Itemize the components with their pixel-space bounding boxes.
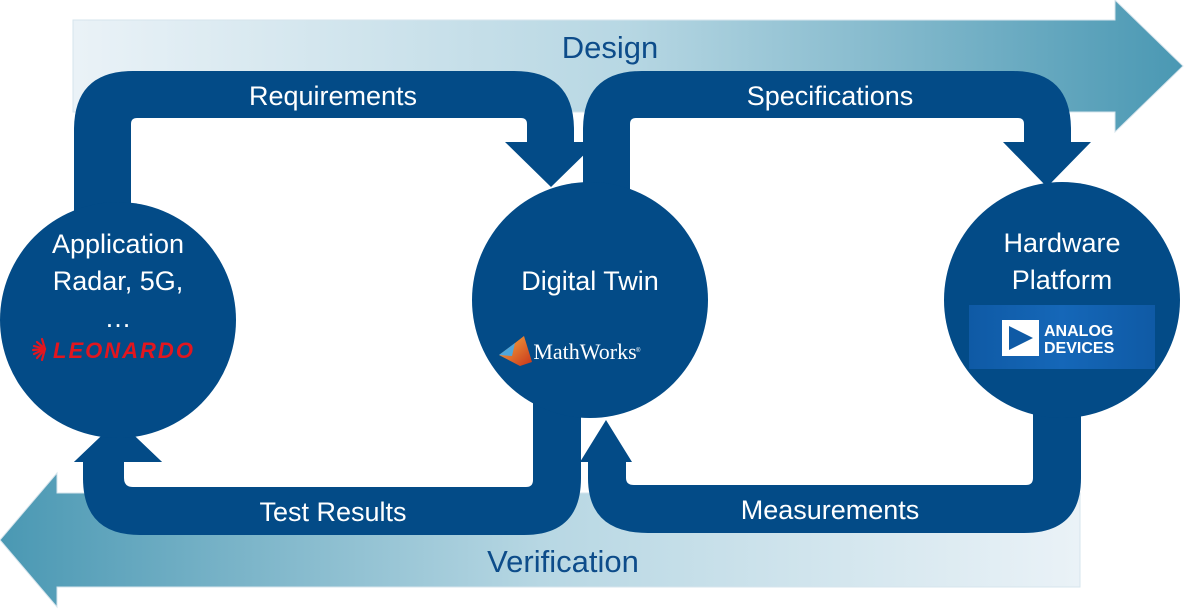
specifications-flow-arrow — [583, 71, 1091, 200]
application-title: Application — [52, 229, 184, 259]
registered-mark: ® — [636, 347, 641, 354]
adi-wordmark-line2: DEVICES — [1044, 340, 1115, 357]
matlab-membrane-icon — [499, 336, 532, 366]
leonardo-wordmark: LEONARDO — [53, 338, 195, 363]
measurements-flow-arrow — [580, 400, 1081, 533]
design-label: Design — [562, 30, 659, 65]
specifications-label: Specifications — [747, 81, 914, 111]
digital-twin-title: Digital Twin — [521, 266, 659, 296]
application-node — [0, 202, 236, 438]
leonardo-star-icon — [31, 337, 47, 362]
leonardo-logo: LEONARDO — [31, 337, 195, 363]
test-results-label: Test Results — [259, 497, 406, 527]
measurements-label: Measurements — [741, 495, 920, 525]
requirements-flow-arrow — [74, 71, 597, 215]
adi-wordmark-line1: ANALOG — [1044, 323, 1113, 340]
requirements-label: Requirements — [249, 81, 417, 111]
analog-devices-logo: ANALOG DEVICES — [969, 305, 1155, 369]
hardware-title-line1: Hardware — [1003, 228, 1120, 258]
hardware-title-line2: Platform — [1012, 265, 1113, 295]
application-subtitle: Radar, 5G, — [53, 266, 184, 296]
digital-twin-node — [472, 182, 708, 418]
verification-label: Verification — [487, 544, 639, 579]
play-triangle-icon — [1009, 326, 1033, 350]
application-ellipsis: … — [105, 303, 132, 333]
mathworks-wordmark: MathWorks — [533, 339, 636, 364]
hardware-platform-node — [944, 182, 1180, 418]
test-results-flow-arrow — [74, 400, 581, 535]
mathworks-logo: MathWorks ® — [499, 336, 641, 366]
